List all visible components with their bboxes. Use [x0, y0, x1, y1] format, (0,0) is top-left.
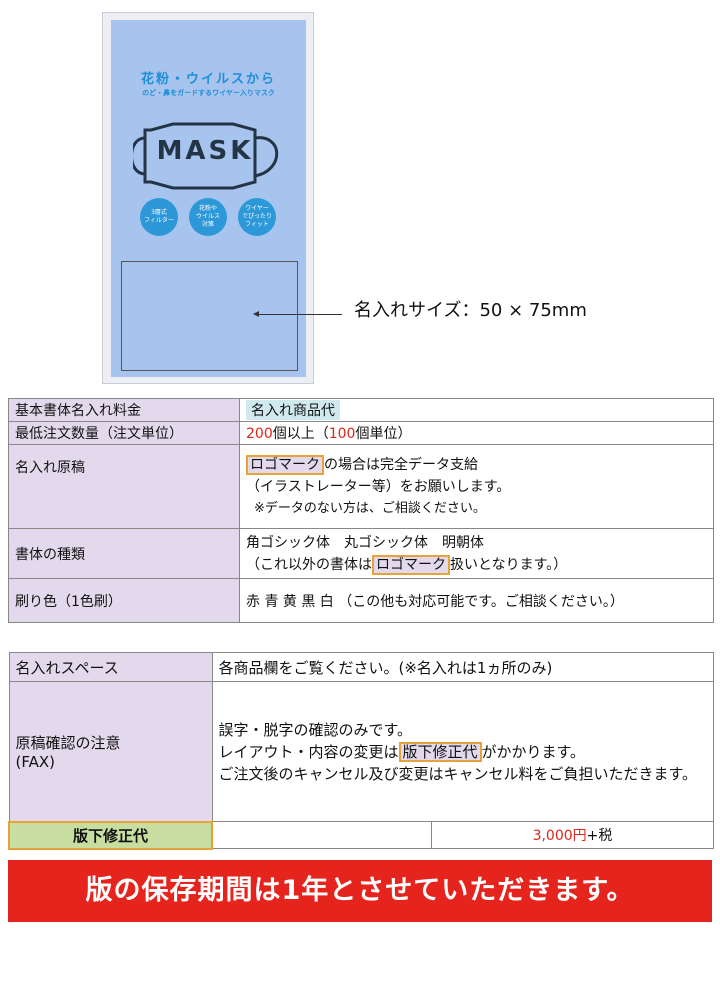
package-subtitle: のど・鼻をガードするワイヤー入りマスク: [142, 89, 275, 97]
text-line: 扱いとなります。）: [450, 556, 568, 573]
table-row: 版下修正代 3,000円+税: [8, 820, 714, 850]
row-label: 基本書体名入れ料金: [8, 398, 240, 422]
table-row: 名入れスペース 各商品欄をご覧ください。(※名入れは1ヵ所のみ): [8, 652, 714, 682]
retention-banner: 版の保存期間は1年とさせていただきます。: [8, 860, 712, 922]
row-value: 200個以上（100個単位）: [239, 421, 714, 445]
print-info-table: 基本書体名入れ料金 名入れ商品代 最低注文数量（注文単位） 200個以上（100…: [8, 398, 714, 623]
table-row: 名入れ原稿 ロゴマークの場合は完全データ支給 （イラストレーター等）をお願いしま…: [8, 444, 714, 529]
logo-mark-highlight: ロゴマーク: [372, 554, 450, 575]
row-value: 各商品欄をご覧ください。(※名入れは1ヵ所のみ): [211, 652, 714, 682]
row-label: 名入れ原稿: [8, 444, 240, 529]
row-label: 書体の種類: [8, 528, 240, 579]
min-qty: 200: [246, 426, 273, 442]
table-row: 基本書体名入れ料金 名入れ商品代: [8, 398, 714, 422]
text-line: の場合は完全データ支給: [324, 456, 478, 473]
plate-fee-price: 3,000円: [532, 828, 587, 844]
text-line: （これ以外の書体は: [246, 556, 372, 573]
table-row: 書体の種類 角ゴシック体 丸ゴシック体 明朝体 （これ以外の書体はロゴマーク扱い…: [8, 528, 714, 579]
text-line: がかかります。: [481, 742, 586, 761]
badge-pollen: 花粉や ウイルス 対策: [189, 198, 227, 236]
arrow-line: [258, 314, 342, 315]
row-value: 名入れ商品代: [239, 398, 714, 422]
row-value: 誤字・脱字の確認のみです。 レイアウト・内容の変更は版下修正代がかかります。 ご…: [211, 681, 714, 822]
notes-table: 名入れスペース 各商品欄をご覧ください。(※名入れは1ヵ所のみ) 原稿確認の注意…: [8, 652, 714, 850]
logo-mark-highlight: ロゴマーク: [246, 454, 324, 475]
price-pill: 名入れ商品代: [246, 400, 340, 420]
qty-unit: 100: [328, 426, 356, 442]
text-line: ご注文後のキャンセル及び変更はキャンセル料をご負担いただきます。: [218, 764, 698, 783]
badge-wire: ワイヤー でぴったり フィット: [238, 198, 276, 236]
badge-filter: 3層式 フィルター: [140, 198, 178, 236]
plate-fee-highlight: 版下修正代: [398, 741, 482, 762]
table-row: 刷り色（1色刷） 赤 青 黄 黒 白 （この他も対応可能です。ご相談ください。）: [8, 578, 714, 623]
row-label: 刷り色（1色刷）: [8, 578, 240, 623]
package-title: 花粉・ウイルスから: [140, 72, 276, 87]
mask-word: MASK: [156, 136, 254, 166]
qty-text: 個以上（: [272, 426, 329, 442]
plate-fee-label: 版下修正代: [8, 820, 213, 850]
price-cell: 3,000円+税: [431, 821, 714, 849]
table-row: 原稿確認の注意 (FAX) 誤字・脱字の確認のみです。 レイアウト・内容の変更は…: [8, 681, 714, 822]
text-line: ※データのない方は、ご相談ください。: [254, 500, 486, 516]
text-line: レイアウト・内容の変更は: [218, 742, 399, 761]
row-label: 原稿確認の注意 (FAX): [8, 681, 213, 822]
text-line: 誤字・脱字の確認のみです。: [218, 720, 413, 739]
row-value: 角ゴシック体 丸ゴシック体 明朝体 （これ以外の書体はロゴマーク扱いとなります。…: [239, 528, 714, 579]
tax-label: +税: [586, 828, 613, 844]
print-area-box: [121, 261, 298, 371]
empty-cell: [211, 821, 432, 849]
row-value: ロゴマークの場合は完全データ支給 （イラストレーター等）をお願いします。 ※デー…: [239, 444, 714, 529]
text-line: 角ゴシック体 丸ゴシック体 明朝体: [246, 534, 484, 551]
row-label: 最低注文数量（注文単位）: [8, 421, 240, 445]
table-row: 最低注文数量（注文単位） 200個以上（100個単位）: [8, 421, 714, 445]
qty-unit-text: 個単位）: [355, 426, 412, 442]
print-size-label: 名入れサイズ：50 × 75mm: [354, 300, 587, 321]
text-line: （イラストレーター等）をお願いします。: [246, 478, 511, 495]
arrow-head-icon: [253, 311, 259, 317]
mask-icon: [133, 122, 279, 190]
row-value: 赤 青 黄 黒 白 （この他も対応可能です。ご相談ください。）: [239, 578, 714, 623]
row-label: 名入れスペース: [8, 652, 213, 682]
